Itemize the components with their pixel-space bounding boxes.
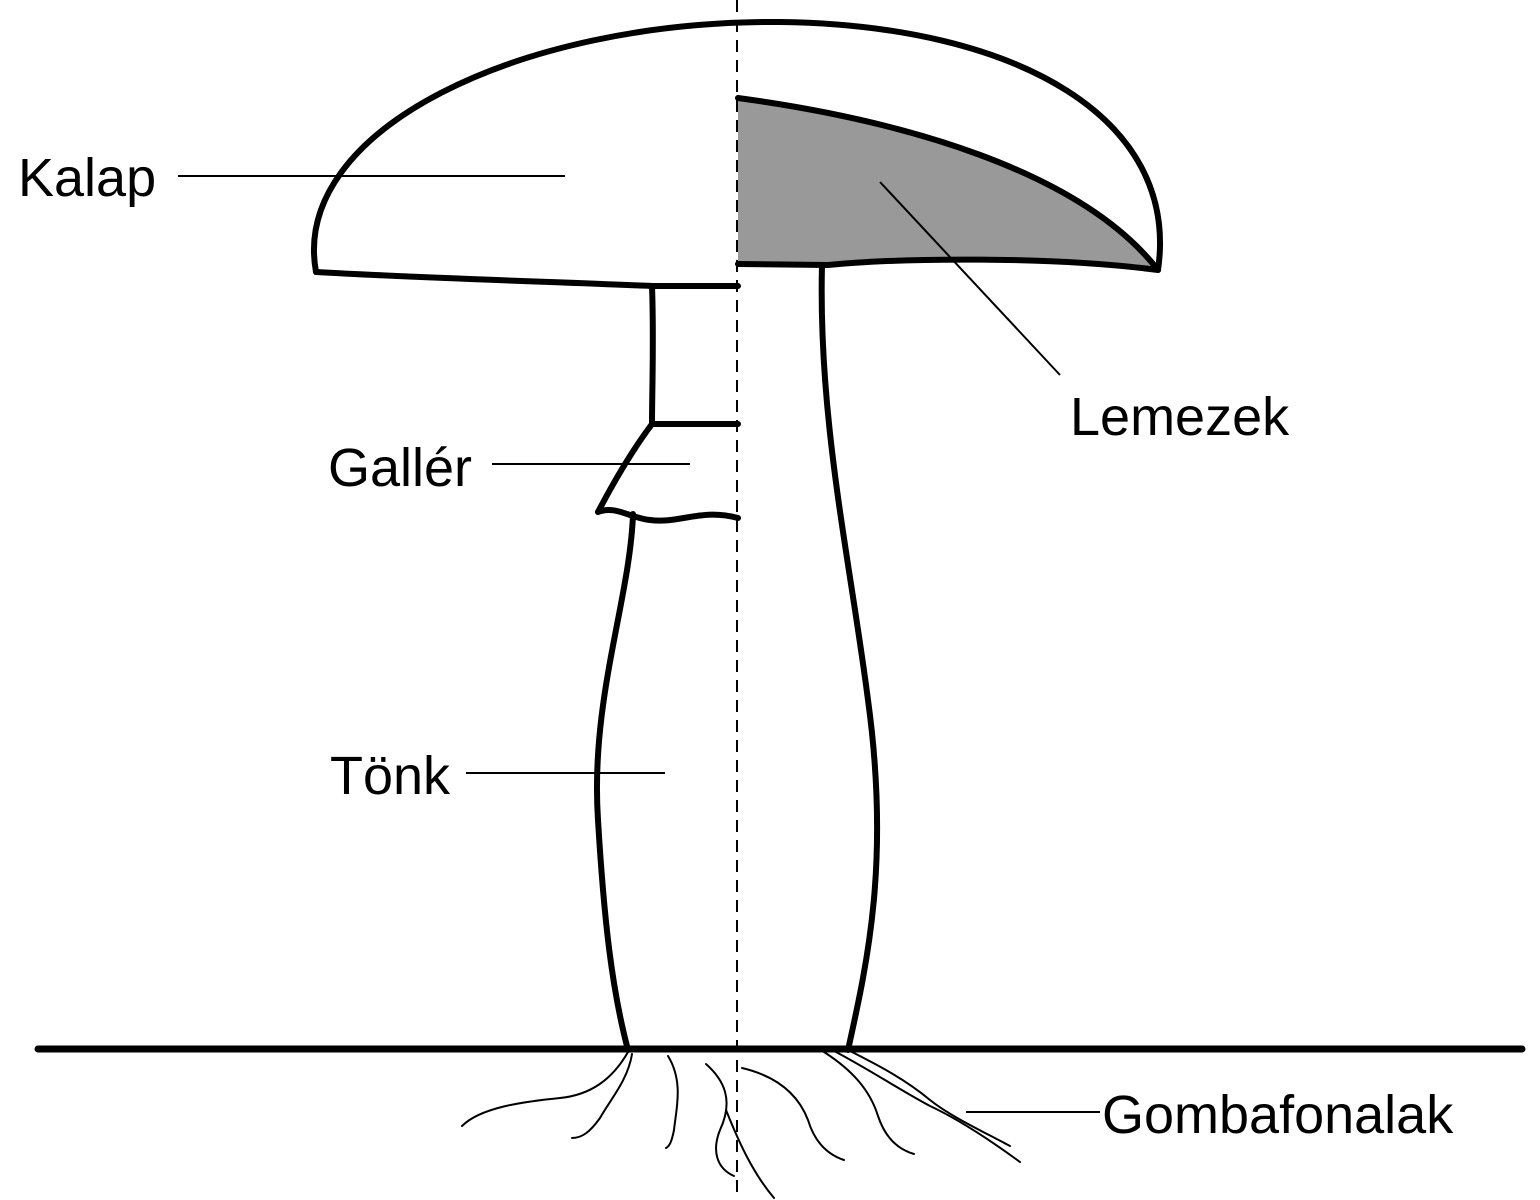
gills-region (738, 98, 1158, 270)
ring-wavy-edge (595, 507, 741, 524)
mycelium-threads (461, 1049, 1021, 1199)
cap-outline (311, 18, 1163, 275)
stem-left-upper (649, 283, 656, 427)
ring-outline (595, 421, 655, 515)
gills-label: Lemezek (1070, 387, 1290, 447)
cap-label: Kalap (18, 148, 156, 208)
ring-label: Gallér (328, 438, 472, 498)
stem-label: Tönk (330, 746, 451, 806)
mycelium-label: Gombafonalak (1102, 1085, 1454, 1145)
cap-underside-left (313, 269, 741, 289)
gills-leader (879, 181, 1061, 376)
stem-left-lower (593, 511, 636, 1053)
stem-right (818, 262, 881, 1053)
gills-top-edge (735, 95, 1161, 273)
gills-bottom-edge (735, 256, 1161, 273)
